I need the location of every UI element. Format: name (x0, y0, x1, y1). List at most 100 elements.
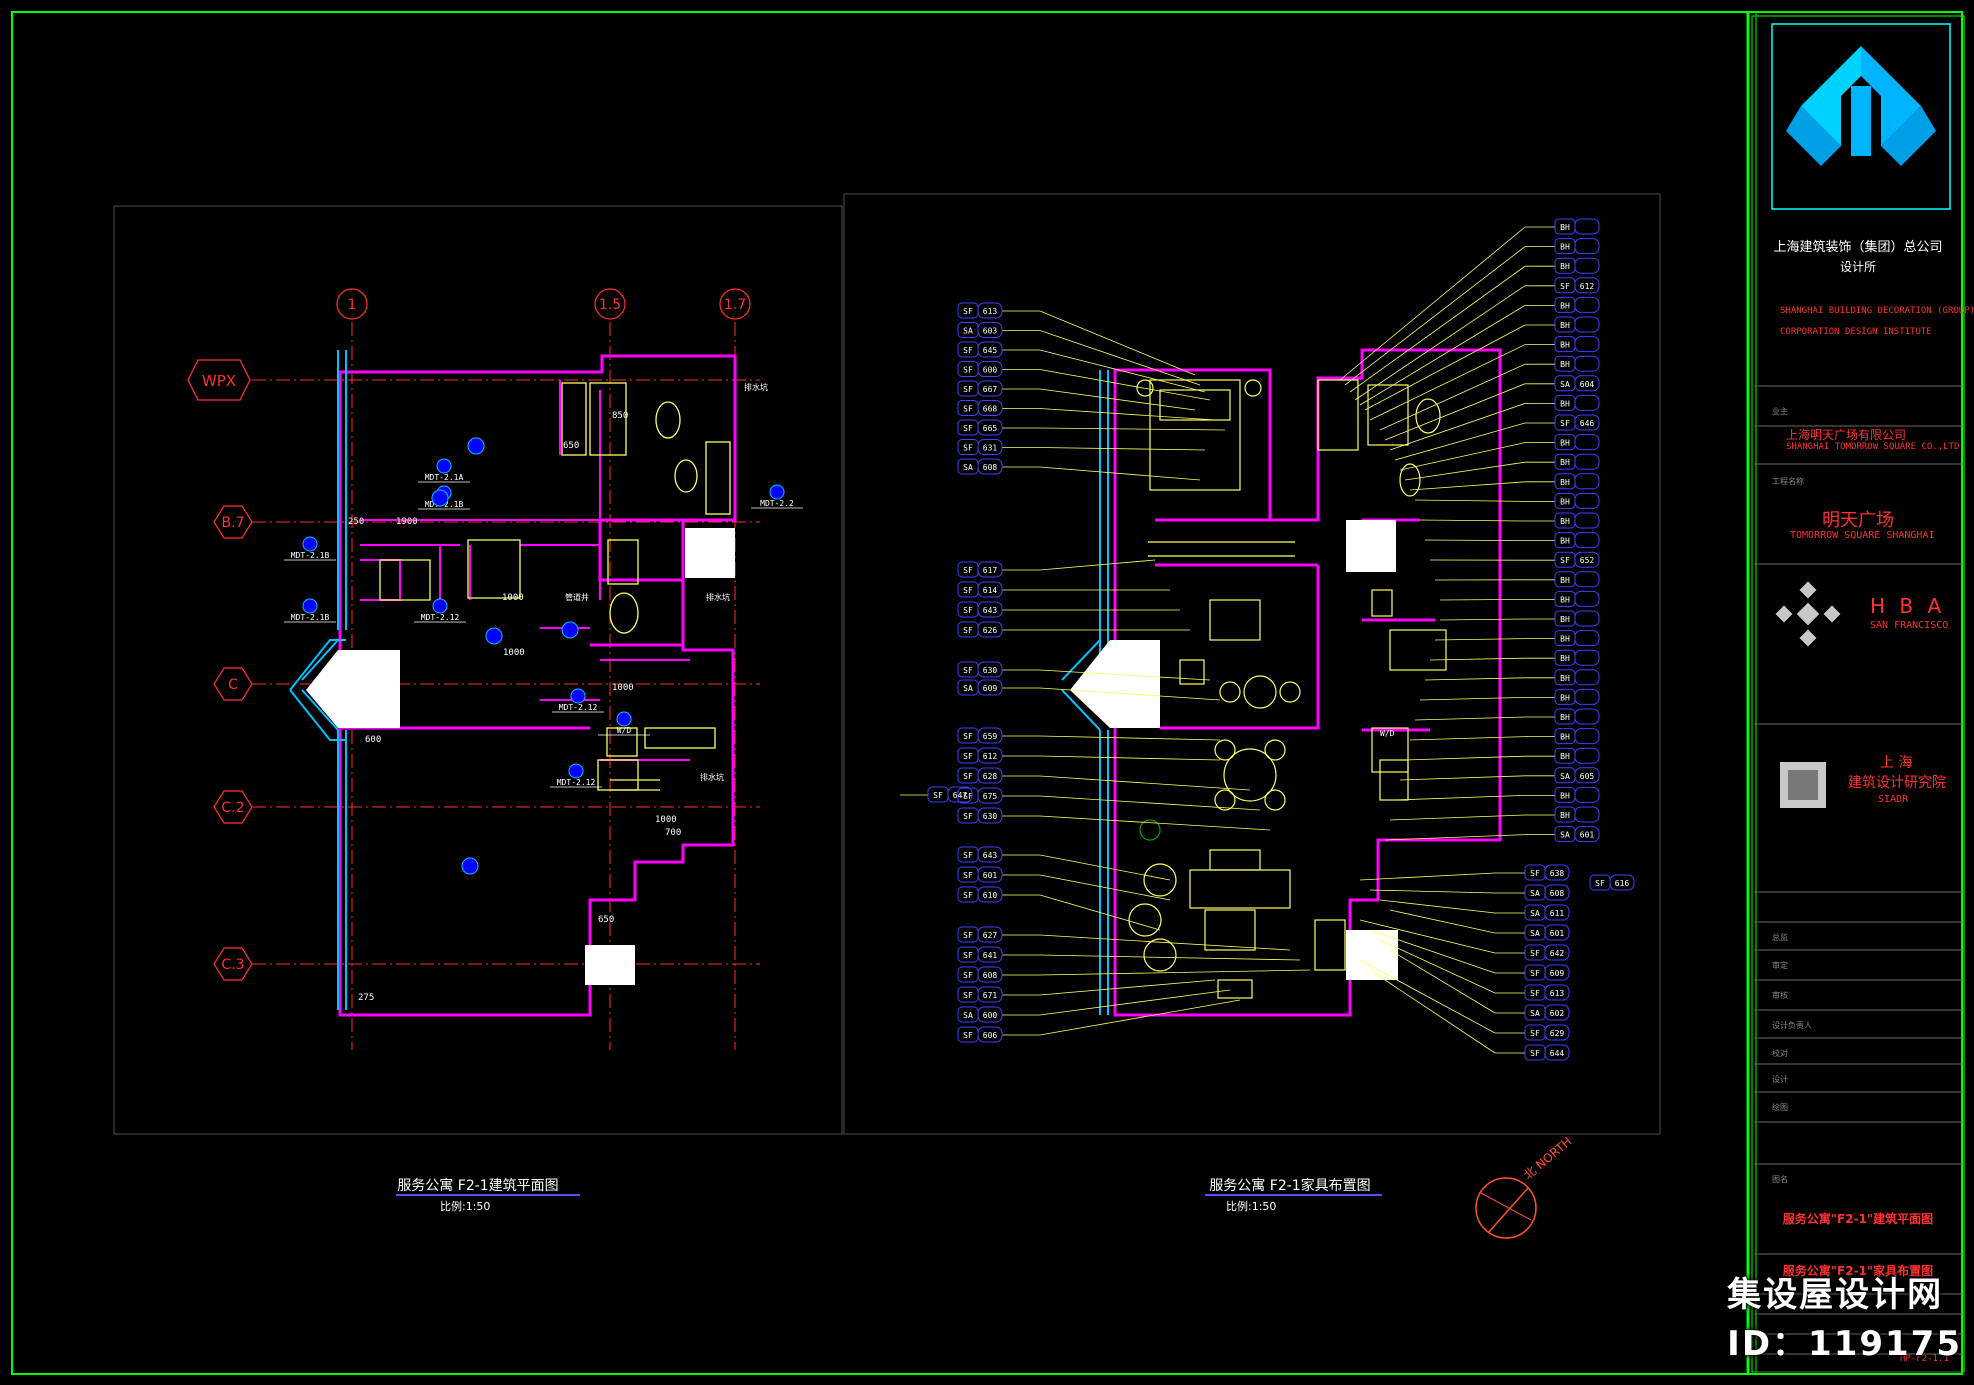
tag-prefix: BH (1560, 733, 1570, 742)
right-bay-window (1070, 640, 1160, 728)
tag-prefix: SF (963, 346, 973, 355)
sheet-border (11, 11, 1963, 1375)
grid-row-hex (187, 359, 251, 401)
tag-number-box (1574, 610, 1600, 627)
elevation-marker-icon (561, 621, 579, 639)
tag-number: 617 (983, 566, 998, 575)
tag-prefix: SF (963, 666, 973, 675)
tag-number: 601 (1550, 929, 1565, 938)
tag-label: MDT-2.1B (291, 613, 330, 622)
left-interior-partitions (360, 380, 690, 761)
tag-prefix: BH (1560, 615, 1570, 624)
tag-number-box (1574, 708, 1600, 725)
company-name-cn: 上海建筑装饰（集团）总公司 (1773, 240, 1943, 255)
institute-cn1: 上 海 (1880, 755, 1913, 771)
tag-number-box (1574, 492, 1600, 509)
tag-number: 644 (1550, 1049, 1565, 1058)
tag-prefix: SF (963, 891, 973, 900)
tag-number-box (1544, 964, 1570, 981)
grid-row-hex (213, 667, 253, 701)
tag-prefix: BH (1560, 497, 1570, 506)
tag-number: 641 (983, 951, 998, 960)
plan-note: 管道井 (565, 592, 589, 602)
tag-prefix: SF (963, 626, 973, 635)
tag-prefix: SF (963, 385, 973, 394)
tag-number: 605 (1580, 772, 1595, 781)
tag-prefix: SA (1560, 772, 1570, 781)
tag-prefix: SA (1530, 929, 1540, 938)
tag-number: 602 (1550, 1009, 1565, 1018)
tag-number-box (977, 807, 1003, 824)
dimension-text: 600 (365, 735, 381, 745)
tag-number: 612 (983, 752, 998, 761)
tag-number: 652 (1580, 556, 1595, 565)
left-fixtures (379, 382, 731, 791)
tag-number: 600 (983, 1011, 998, 1020)
tag-number: 630 (983, 666, 998, 675)
tag-prefix: SA (1530, 1009, 1540, 1018)
tag-marker (570, 688, 586, 704)
tag-prefix: BH (1560, 458, 1570, 467)
tag-prefix: SA (1560, 831, 1570, 840)
client-name-cn: 上海明天广场有限公司 (1786, 428, 1907, 442)
tag-prefix: BH (1560, 635, 1570, 644)
row-label-lead: 设计负责人 (1772, 1021, 1812, 1030)
tag-marker (302, 598, 318, 614)
tag-number-box (977, 886, 1003, 903)
tag-number-box (977, 581, 1003, 598)
tag-number-box (1574, 806, 1600, 823)
tag-number-box (1574, 277, 1600, 294)
tag-number-box (1574, 728, 1600, 745)
right-plan-title: 服务公寓 F2-1家具布置图 (1209, 1177, 1370, 1194)
left-viewport-frame (113, 205, 843, 1135)
tag-prefix: BH (1560, 811, 1570, 820)
row-label-design: 设计 (1772, 1075, 1788, 1084)
elevation-marker-icon (461, 857, 479, 875)
project-name-en: TOMORROW SQUARE SHANGHAI (1790, 530, 1935, 541)
plan-note: 排水坑 (744, 382, 768, 392)
tag-number-box (977, 361, 1003, 377)
tag-prefix: SA (1530, 889, 1540, 898)
tag-number-box (977, 621, 1003, 638)
tag-label: MDT-2.12 (421, 613, 460, 622)
company-logo-icon (1786, 46, 1936, 166)
dimension-text: 1000 (612, 683, 634, 693)
tag-marker (302, 536, 318, 552)
tag-number-box (977, 601, 1003, 618)
tag-label: MDT-2.1A (425, 473, 464, 482)
tag-number: 608 (983, 971, 998, 980)
tag-number-box (977, 946, 1003, 963)
tag-number: 613 (983, 307, 998, 316)
dimension-text: 1000 (655, 815, 677, 825)
tag-prefix: BH (1560, 517, 1570, 526)
tag-number: 601 (1580, 831, 1595, 840)
tag-number-box (1544, 944, 1570, 961)
dimension-text: 700 (665, 828, 681, 838)
tag-prefix: SF (963, 792, 973, 801)
tag-number-box (977, 679, 1003, 696)
tag-number: 629 (1550, 1029, 1565, 1038)
tag-label: W/D (617, 726, 632, 735)
north-label: 北 NORTH (1521, 1134, 1574, 1182)
tag-number-box (977, 380, 1003, 397)
tag-marker (436, 458, 452, 474)
tag-prefix: SF (963, 752, 973, 761)
tag-prefix: SF (963, 606, 973, 615)
tag-number-box (1574, 532, 1600, 549)
tag-number-box (1544, 884, 1570, 901)
dimension-text: 1900 (396, 517, 418, 527)
tag-number-box (977, 439, 1003, 455)
tag-label: MDT-2.2 (760, 499, 794, 508)
tag-marker (769, 484, 785, 500)
grid-row-label: C (228, 677, 238, 693)
tag-prefix: SF (1560, 556, 1570, 565)
elevation-marker-icon (485, 627, 503, 645)
tag-number: 606 (983, 1031, 998, 1040)
tag-prefix: BH (1560, 595, 1570, 604)
tag-number: 675 (983, 792, 998, 801)
tag-prefix: SF (1530, 949, 1540, 958)
hba-logo-icon (1775, 581, 1841, 647)
row-label-approve: 审定 (1772, 961, 1788, 970)
grid-col-label: 1.5 (599, 297, 621, 313)
